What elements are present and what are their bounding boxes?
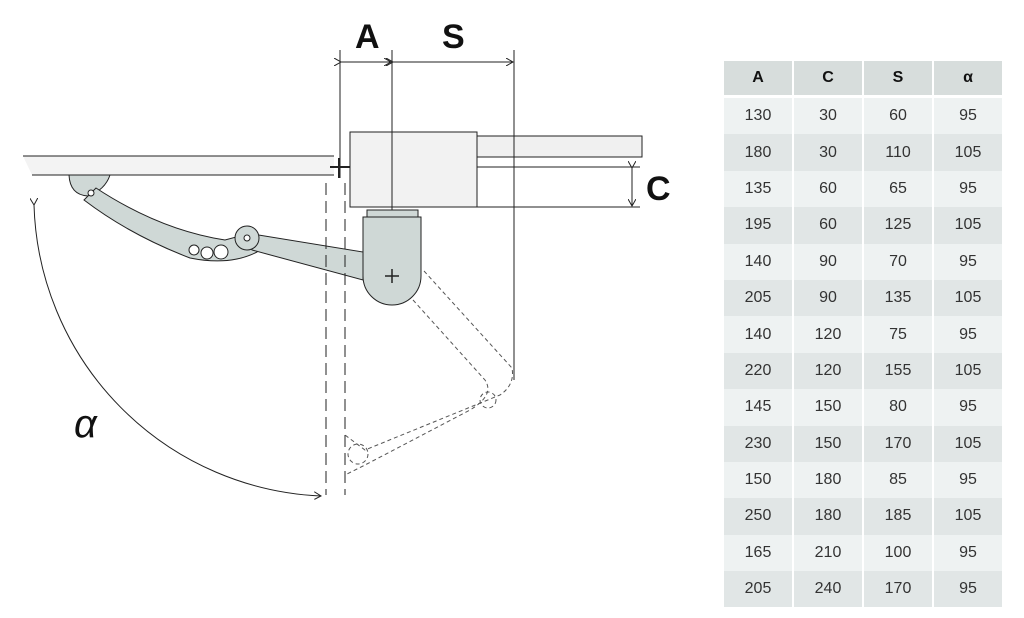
header-c: C [794,61,862,98]
table-cell: 70 [864,243,932,280]
motor-body [362,216,422,306]
label-s: S [442,18,465,56]
table-cell: 105 [934,279,1002,317]
table-cell: 105 [934,425,1002,462]
table-cell: 135 [724,170,792,208]
table-cell: 165 [724,534,792,572]
table-cell: 95 [934,98,1002,135]
table-cell: 140 [724,316,792,353]
table-cell: 205 [724,279,792,317]
table-cell: 155 [864,352,932,390]
gate-leaf [23,156,334,175]
alpha-arc [34,205,321,496]
label-a: A [355,18,380,56]
table-cell: 75 [864,316,932,353]
table-cell: 195 [724,207,792,244]
table-cell: 85 [864,461,932,499]
header-a: A [724,61,792,98]
table-cell: 170 [864,425,932,462]
table-cell: 105 [934,207,1002,244]
table-cell: 145 [724,389,792,426]
table-cell: 125 [864,207,932,244]
table-cell: 140 [724,243,792,280]
table-cell: 60 [794,207,862,244]
rail [476,135,643,158]
table-cell: 240 [794,571,862,608]
table-cell: 95 [934,243,1002,280]
table-cell: 120 [794,352,862,390]
table-cell: 30 [794,98,862,135]
table-cell: 150 [794,425,862,462]
table-cell: 95 [934,534,1002,572]
table-cell: 30 [794,134,862,171]
table-cell: 95 [934,316,1002,353]
table-cell: 120 [794,316,862,353]
operator-box [349,131,478,208]
table-cell: 110 [864,134,932,171]
table-cell: 105 [934,498,1002,535]
header-alpha: α [934,61,1002,98]
table-cell: 95 [934,389,1002,426]
table-cell: 180 [794,498,862,535]
header-s: S [864,61,932,98]
table-cell: 220 [724,352,792,390]
gate-operator-diagram [23,50,643,618]
table-cell: 80 [864,389,932,426]
table-cell: 95 [934,461,1002,499]
table-cell: 205 [724,571,792,608]
table-cell: 60 [794,170,862,208]
table-cell: 95 [934,170,1002,208]
label-alpha: α [74,402,97,446]
curved-arm [83,187,258,262]
table-cell: 135 [864,279,932,317]
table-cell: 185 [864,498,932,535]
table-header-row: A C S α [724,61,1002,98]
table-cell: 150 [724,461,792,499]
table-cell: 90 [794,243,862,280]
table-cell: 180 [724,134,792,171]
table-cell: 65 [864,170,932,208]
table-cell: 130 [724,98,792,135]
table-cell: 150 [794,389,862,426]
table-cell: 95 [934,571,1002,608]
table-cell: 105 [934,352,1002,390]
table-cell: 180 [794,461,862,499]
label-c: C [646,170,671,208]
table-cell: 210 [794,534,862,572]
table-cell: 100 [864,534,932,572]
table-cell: 105 [934,134,1002,171]
table-cell: 170 [864,571,932,608]
table-cell: 60 [864,98,932,135]
table-cell: 230 [724,425,792,462]
table-cell: 250 [724,498,792,535]
table-cell: 90 [794,279,862,317]
